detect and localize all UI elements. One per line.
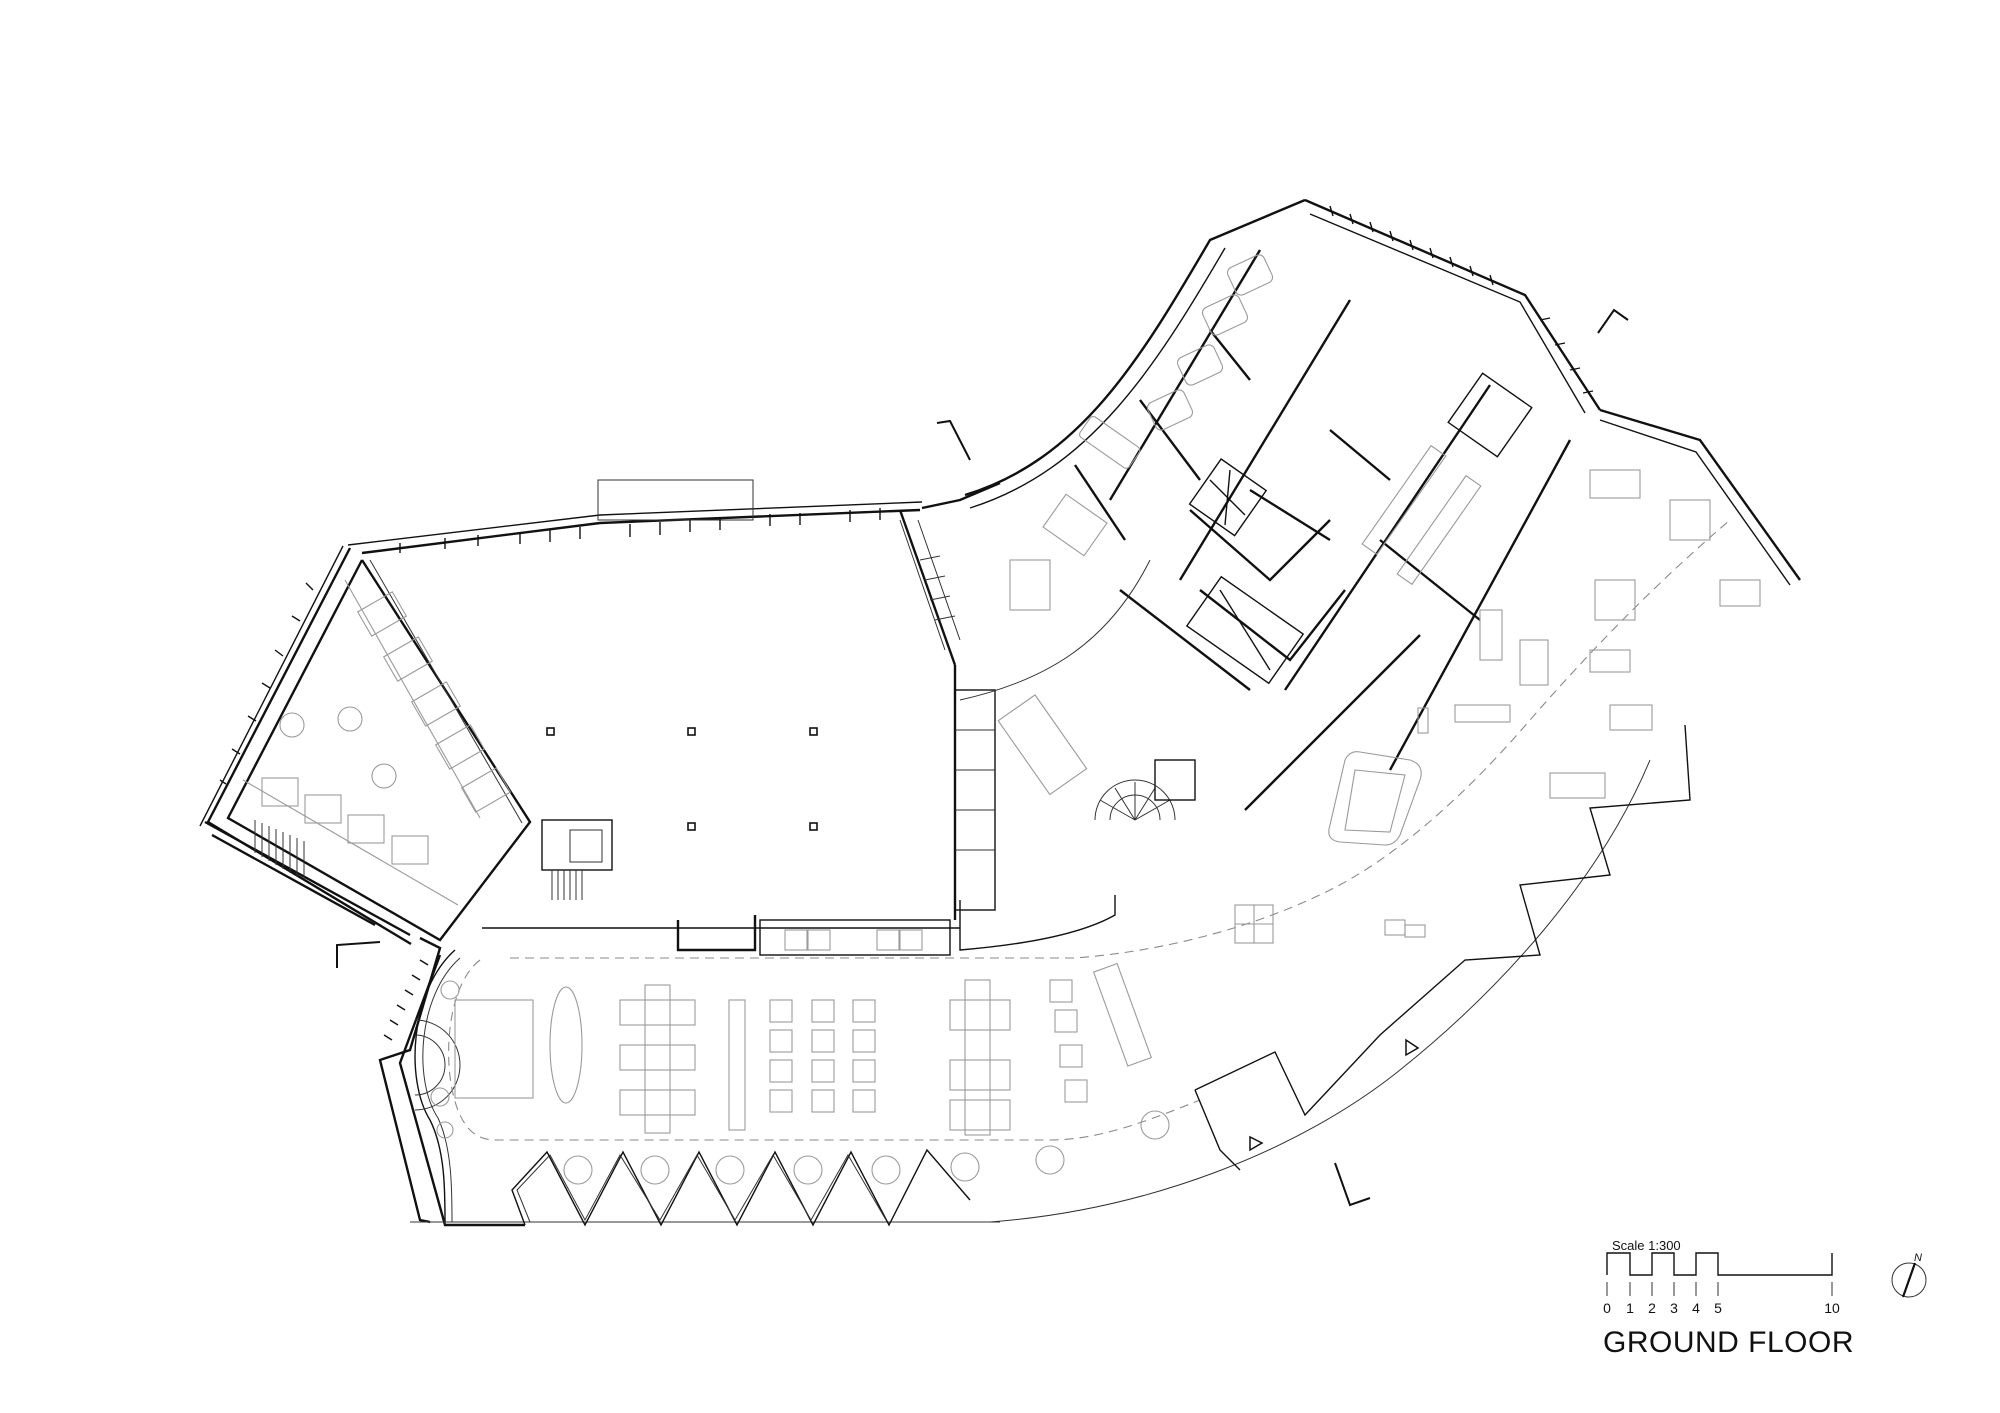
structural-column (687, 822, 696, 831)
central-hall (347, 479, 1001, 956)
structural-column (687, 727, 696, 736)
section-marker (936, 419, 971, 461)
office-wing (899, 198, 1801, 951)
scale-tick-2: 2 (1648, 1300, 1656, 1316)
north-label: N (1914, 1252, 1922, 1264)
structural-column (546, 727, 555, 736)
scale-tick-1: 1 (1626, 1300, 1634, 1316)
scale-tick-10: 10 (1824, 1300, 1840, 1316)
structural-column (809, 822, 818, 831)
scale-tick-3: 3 (1670, 1300, 1678, 1316)
entrance-arrow (1249, 1135, 1264, 1152)
scale-tick-4: 4 (1692, 1300, 1700, 1316)
section-marker (1597, 308, 1629, 334)
section-marker (336, 941, 381, 968)
west-wing (199, 545, 532, 946)
scale-tick-0: 0 (1603, 1300, 1611, 1316)
dining-hall (378, 469, 1761, 1227)
section-marker (1334, 1162, 1371, 1207)
structural-column (809, 727, 818, 736)
scale-label: Scale 1:300 (1612, 1238, 1681, 1253)
scale-tick-5: 5 (1714, 1300, 1722, 1316)
spiral-stair (1094, 779, 1176, 821)
scale-bar (1606, 1252, 1833, 1296)
entrance-arrow (1405, 1038, 1420, 1057)
north-arrow-icon (1891, 1262, 1927, 1298)
drawing-title: GROUND FLOOR (1603, 1326, 1855, 1359)
